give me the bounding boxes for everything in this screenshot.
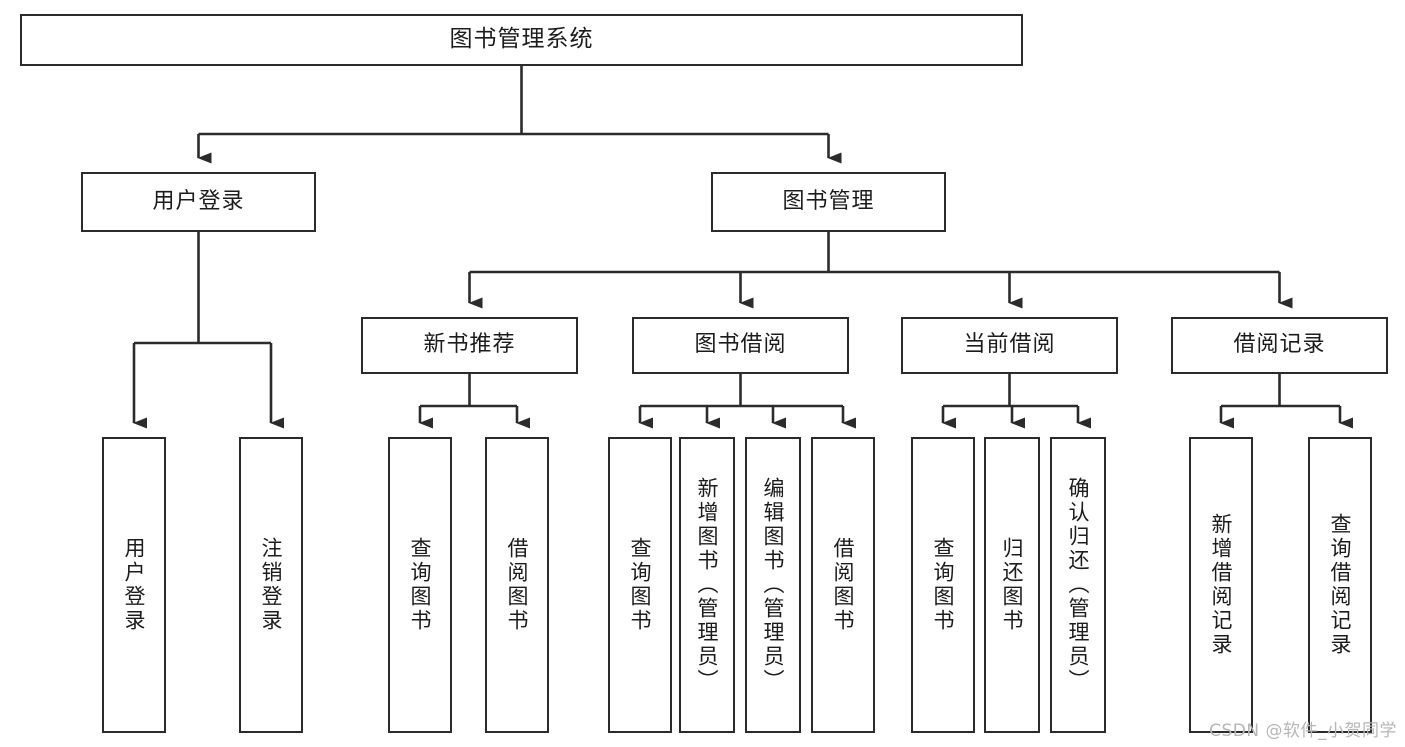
leaf-query-book-2-label: 查询图书 <box>628 537 653 633</box>
node-borrow-record-label: 借阅记录 <box>1233 332 1326 358</box>
leaf-borrow-book-1-label: 借阅图书 <box>505 537 530 633</box>
leaf-query-book-3-label: 查询图书 <box>931 537 956 633</box>
node-leaf-add-record[interactable]: 新增借阅记录 <box>1189 437 1253 733</box>
node-leaf-confirm-return[interactable]: 确认归还（管理员） <box>1050 437 1106 733</box>
node-root[interactable]: 图书管理系统 <box>20 14 1023 66</box>
node-leaf-borrow-book-2[interactable]: 借阅图书 <box>811 437 875 733</box>
node-user-login[interactable]: 用户登录 <box>81 172 316 232</box>
node-leaf-edit-book[interactable]: 编辑图书（管理员） <box>745 437 801 733</box>
node-leaf-borrow-book-1[interactable]: 借阅图书 <box>485 437 549 733</box>
node-leaf-user-logout[interactable]: 注销登录 <box>239 437 303 733</box>
node-book-manage[interactable]: 图书管理 <box>711 172 946 232</box>
node-book-borrow[interactable]: 图书借阅 <box>632 317 849 374</box>
node-root-label: 图书管理系统 <box>449 26 594 53</box>
leaf-return-book-label: 归还图书 <box>1000 537 1025 633</box>
node-leaf-return-book[interactable]: 归还图书 <box>984 437 1040 733</box>
node-new-book-rec-label: 新书推荐 <box>423 332 516 358</box>
leaf-add-book-label: 新增图书（管理员） <box>695 477 720 693</box>
leaf-edit-book-label: 编辑图书（管理员） <box>761 477 786 693</box>
leaf-query-record-label: 查询借阅记录 <box>1328 513 1353 657</box>
node-user-login-label: 用户登录 <box>152 188 245 214</box>
node-leaf-query-book-2[interactable]: 查询图书 <box>608 437 672 733</box>
node-leaf-add-book[interactable]: 新增图书（管理员） <box>679 437 735 733</box>
node-current-borrow[interactable]: 当前借阅 <box>901 317 1118 374</box>
watermark: CSDN @软件_小贺同学 <box>1209 721 1397 741</box>
leaf-user-logout-label: 注销登录 <box>259 537 284 633</box>
node-book-borrow-label: 图书借阅 <box>694 332 787 358</box>
node-borrow-record[interactable]: 借阅记录 <box>1171 317 1388 374</box>
leaf-add-record-label: 新增借阅记录 <box>1209 513 1234 657</box>
node-leaf-query-book-3[interactable]: 查询图书 <box>911 437 975 733</box>
node-new-book-rec[interactable]: 新书推荐 <box>361 317 578 374</box>
node-book-manage-label: 图书管理 <box>782 188 875 214</box>
node-current-borrow-label: 当前借阅 <box>963 332 1056 358</box>
node-leaf-query-book-1[interactable]: 查询图书 <box>388 437 452 733</box>
leaf-confirm-return-label: 确认归还（管理员） <box>1066 477 1091 693</box>
node-leaf-query-record[interactable]: 查询借阅记录 <box>1308 437 1372 733</box>
leaf-user-login-label: 用户登录 <box>122 537 147 633</box>
node-leaf-user-login[interactable]: 用户登录 <box>102 437 166 733</box>
leaf-query-book-1-label: 查询图书 <box>408 537 433 633</box>
leaf-borrow-book-2-label: 借阅图书 <box>831 537 856 633</box>
